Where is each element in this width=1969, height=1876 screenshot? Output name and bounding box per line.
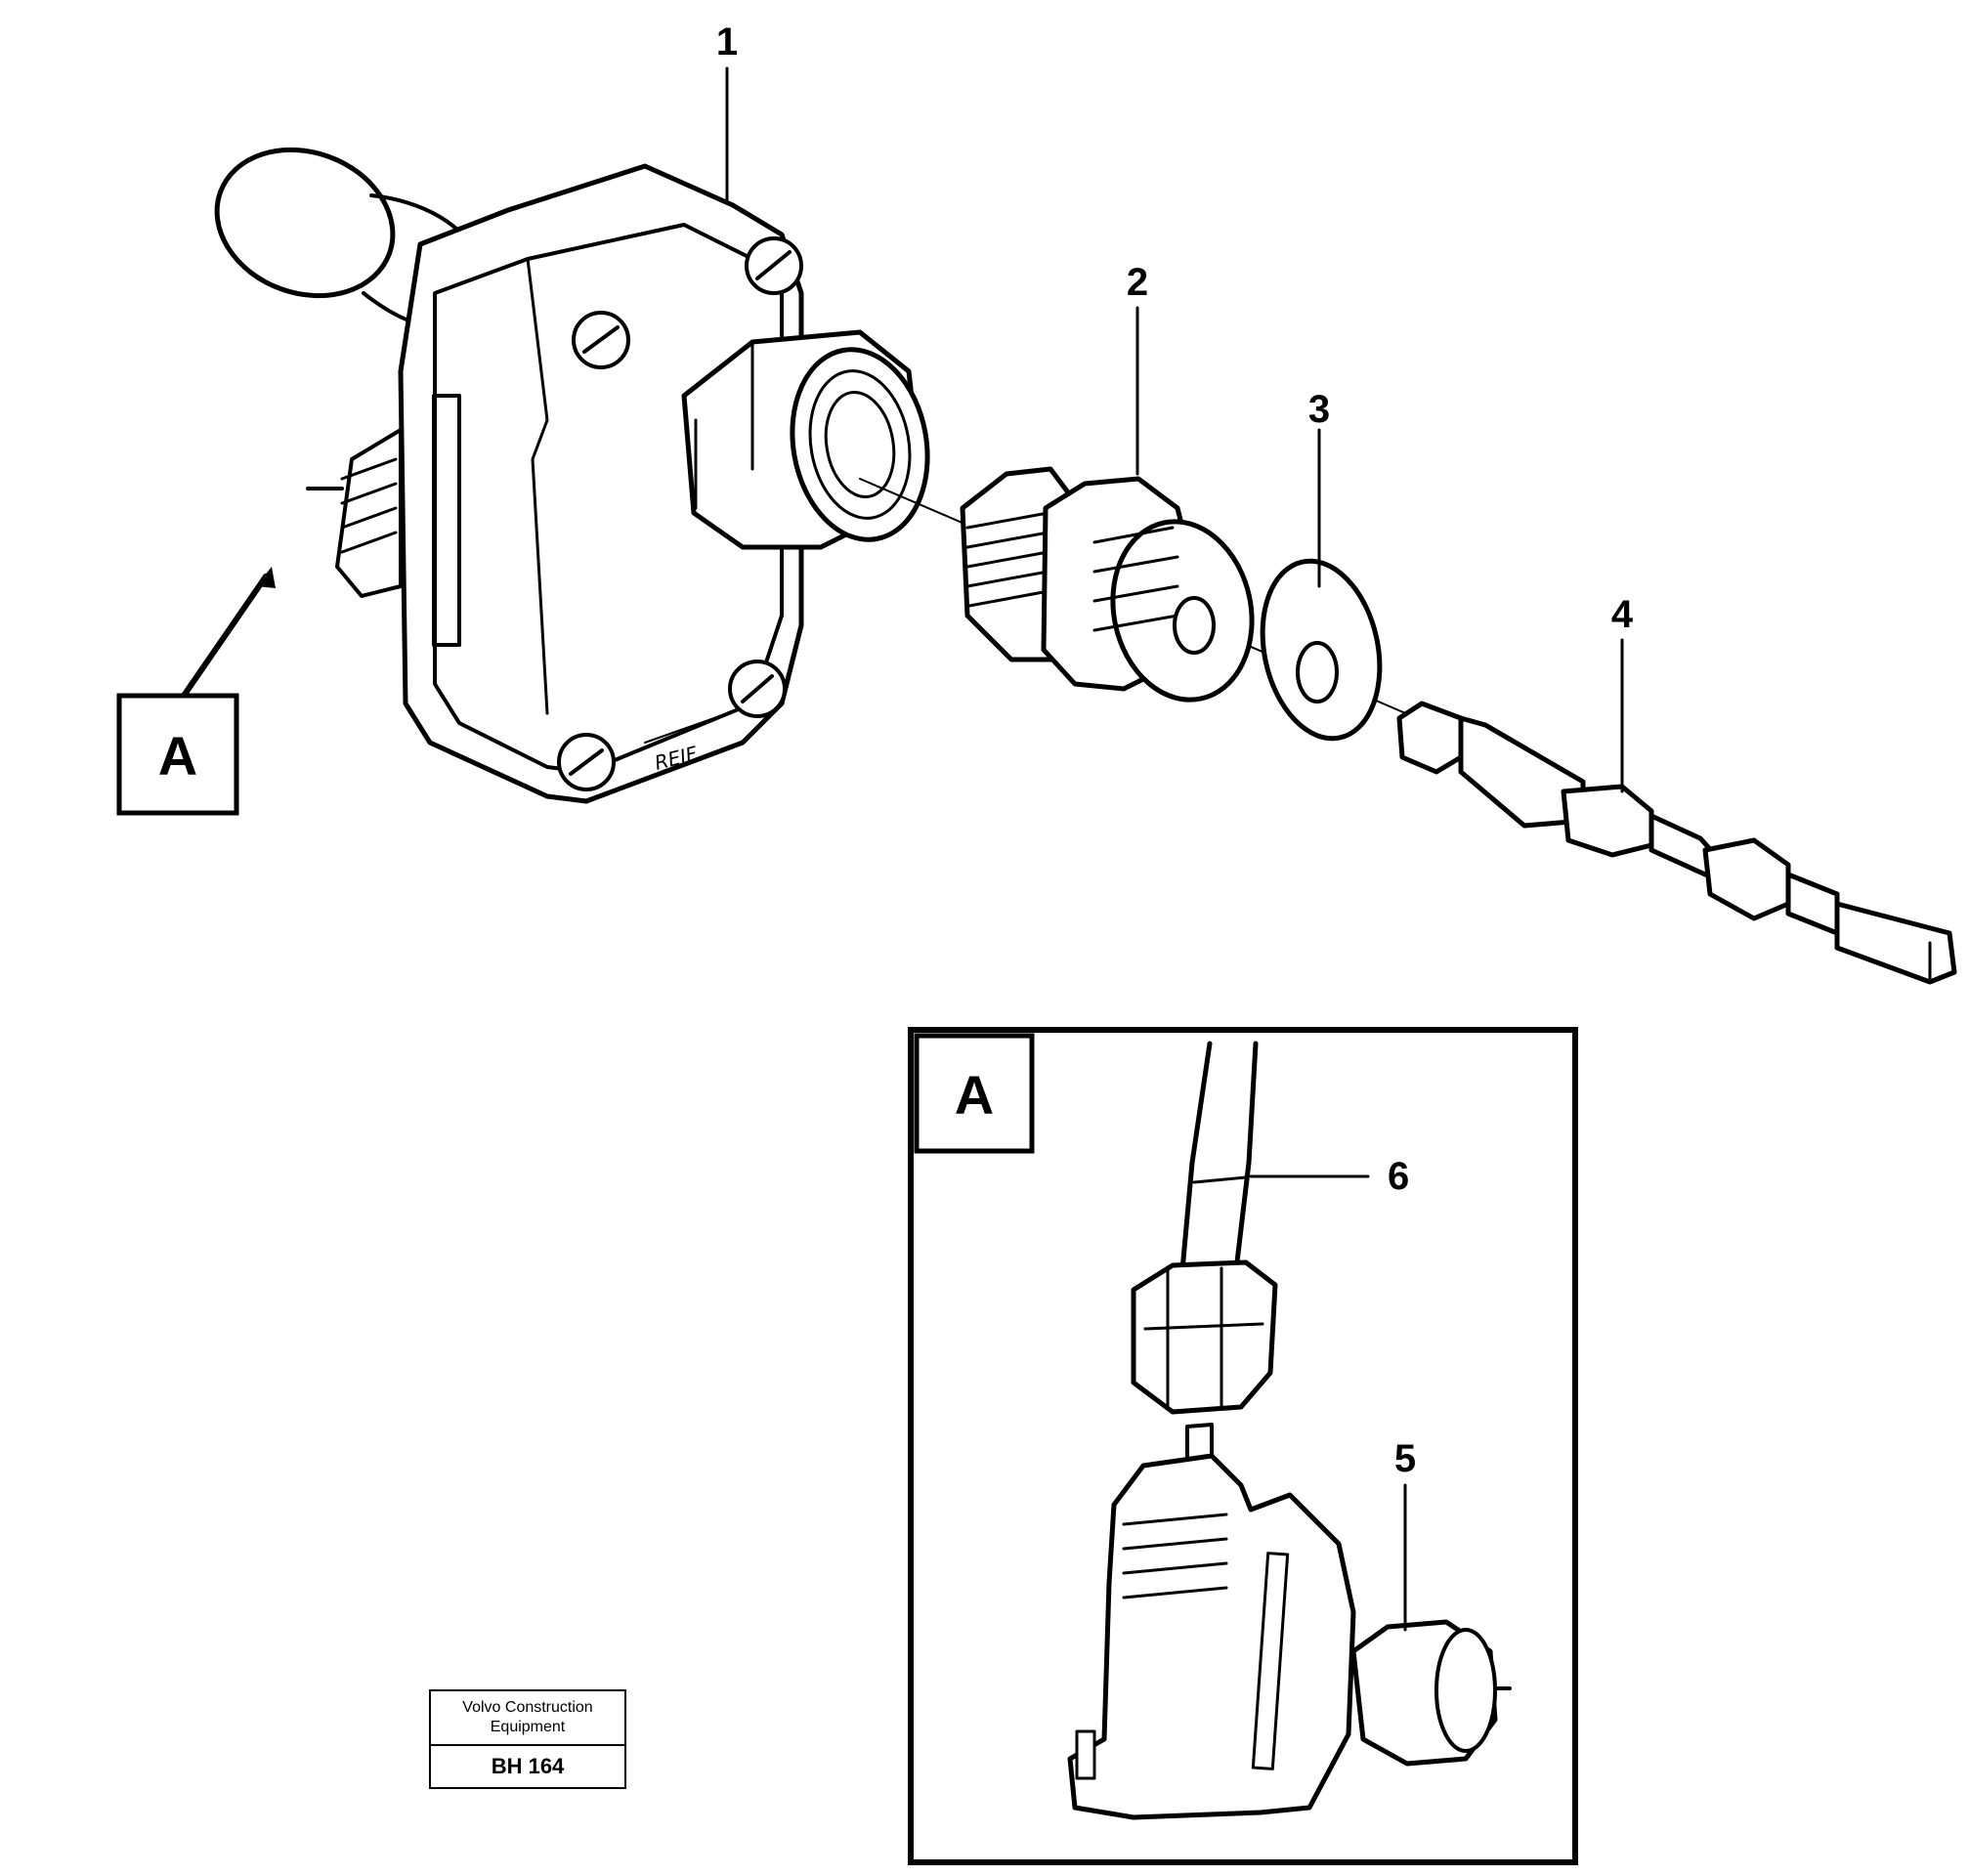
- callout-4: 4: [1611, 593, 1634, 793]
- view-a-marker: A: [116, 567, 276, 816]
- callout-3: 3: [1308, 388, 1330, 588]
- svg-text:4: 4: [1611, 593, 1634, 636]
- part-4-drive-shaft: [1396, 701, 1957, 985]
- svg-text:1: 1: [716, 21, 738, 64]
- screw-top-right: [745, 236, 803, 295]
- svg-text:2: 2: [1127, 261, 1148, 304]
- detail-view-label: A: [955, 1064, 994, 1126]
- reference-title-line1: Volvo Construction: [462, 1699, 592, 1716]
- svg-text:6: 6: [1388, 1155, 1409, 1198]
- reference-title-line2: Equipment: [491, 1719, 566, 1735]
- screw-bottom-left: [557, 733, 616, 791]
- part-3-washer: [1260, 558, 1383, 742]
- reference-box: Volvo Construction Equipment BH 164: [429, 1689, 626, 1789]
- callout-2: 2: [1127, 261, 1148, 476]
- part-1-sensor-housing: REIF: [214, 147, 930, 804]
- screw-top-left: [572, 311, 630, 369]
- callout-5: 5: [1394, 1437, 1416, 1632]
- detail-view-a: A 6 5: [908, 1027, 1578, 1865]
- callout-6: 6: [1249, 1155, 1409, 1198]
- detail-view-label-box: [914, 1033, 1035, 1154]
- screw-bottom-right: [728, 660, 787, 718]
- part-5-sender: [1067, 1453, 1512, 1820]
- callout-1: 1: [716, 21, 738, 202]
- view-a-label-box: [116, 693, 239, 816]
- svg-text:5: 5: [1394, 1437, 1416, 1480]
- view-a-label: A: [158, 725, 197, 787]
- svg-text:3: 3: [1308, 388, 1330, 431]
- part-2-threaded-adapter: [960, 466, 1255, 703]
- reference-code: BH 164: [492, 1754, 565, 1778]
